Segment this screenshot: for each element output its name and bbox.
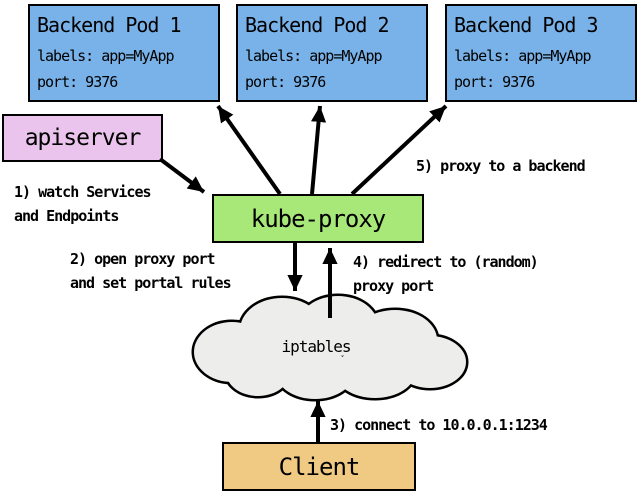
annotation-step4: 4) redirect to (random) proxy port — [353, 253, 539, 295]
backend-pod-2-box: Backend Pod 2 labels: app=MyApp port: 93… — [236, 4, 428, 102]
backend-pod-2-labels: labels: app=MyApp — [245, 47, 383, 65]
backend-pod-3-port: port: 9376 — [454, 73, 535, 91]
annotation-step5: 5) proxy to a backend — [416, 157, 586, 175]
client-label: Client — [278, 452, 361, 481]
backend-pod-1-box: Backend Pod 1 labels: app=MyApp port: 93… — [28, 4, 220, 102]
backend-pod-3-title: Backend Pod 3 — [454, 13, 599, 37]
backend-pod-3-box: Backend Pod 3 labels: app=MyApp port: 93… — [445, 4, 637, 102]
backend-pod-1-title: Backend Pod 1 — [37, 13, 182, 37]
backend-pod-1-labels: labels: app=MyApp — [37, 47, 175, 65]
backend-pod-3-labels: labels: app=MyApp — [454, 47, 592, 65]
annotation-step3: 3) connect to 10.0.0.1:1234 — [330, 416, 548, 434]
apiserver-label: apiserver — [24, 125, 142, 151]
client-box: Client — [222, 442, 416, 491]
arrow-kube-proxy-to-pod2 — [310, 105, 327, 195]
annotation-step2: 2) open proxy port and set portal rules — [70, 250, 232, 292]
iptables-label: iptables — [281, 337, 351, 356]
kube-proxy-box: kube-proxy — [212, 194, 424, 243]
kube-proxy-label: kube-proxy — [250, 204, 386, 233]
annotation-step1: 1) watch Services and Endpoints — [14, 183, 152, 225]
backend-pod-2-title: Backend Pod 2 — [245, 13, 390, 37]
apiserver-box: apiserver — [2, 114, 163, 162]
backend-pod-2-port: port: 9376 — [245, 73, 326, 91]
arrow-kube-proxy-to-pod3 — [350, 104, 448, 196]
backend-pod-1-port: port: 9376 — [37, 73, 118, 91]
arrow-kube-proxy-to-pod1 — [216, 104, 282, 196]
arrow-apiserver-to-kube-proxy — [158, 157, 206, 194]
